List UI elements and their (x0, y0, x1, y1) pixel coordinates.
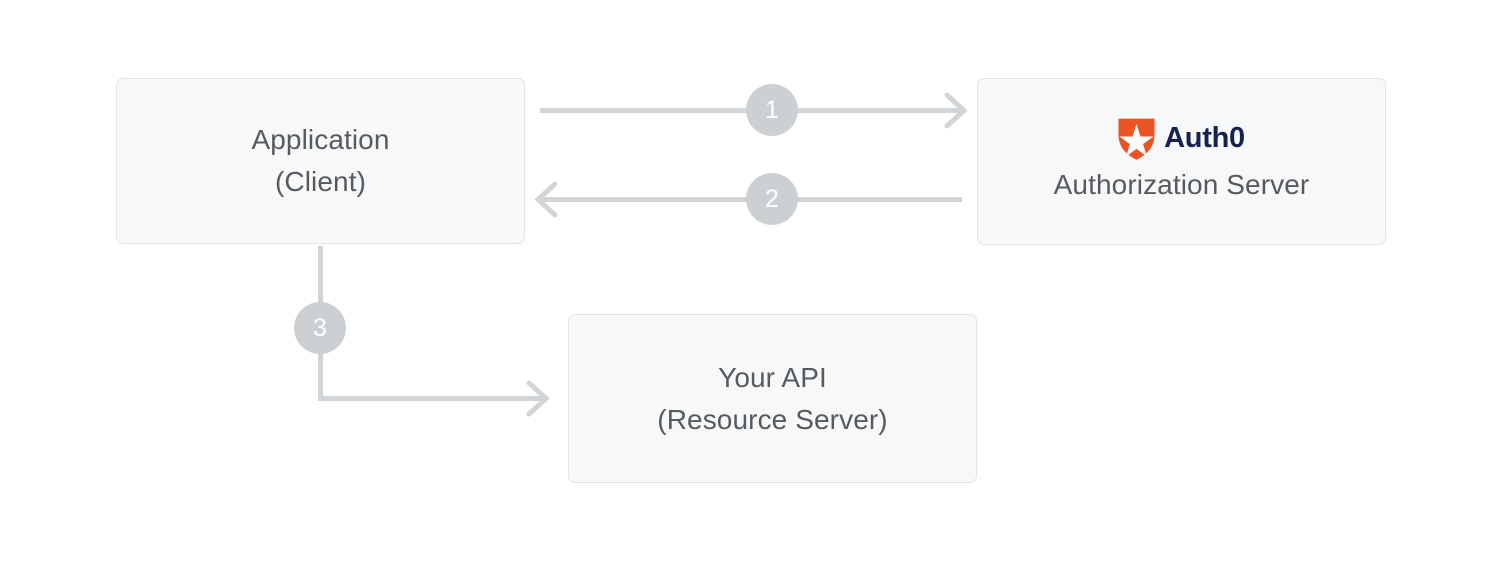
connector-step-3-line (318, 246, 542, 401)
connector-step-2-arrowhead (534, 181, 558, 218)
step-badge-2: 2 (746, 173, 798, 225)
connector-step-3-arrowhead (526, 380, 550, 417)
connector-step-1-arrowhead (944, 92, 968, 129)
node-authorization-server-title: Authorization Server (1053, 168, 1310, 200)
node-authorization-server[interactable]: Auth0 Authorization Server (977, 78, 1386, 245)
step-badge-3: 3 (294, 302, 346, 354)
node-resource-server-subtitle: (Resource Server) (657, 403, 888, 435)
node-resource-server[interactable]: Your API (Resource Server) (568, 314, 977, 483)
node-application-subtitle: (Client) (274, 166, 367, 197)
connector-step-3 (318, 246, 550, 417)
auth0-shield-icon (1118, 118, 1155, 160)
auth0-brand-lockup: Auth0 (1118, 118, 1245, 160)
step-badge-1: 1 (746, 84, 798, 136)
node-application-title: Application (251, 124, 390, 155)
node-application[interactable]: Application (Client) (116, 78, 525, 244)
auth0-wordmark: Auth0 (1164, 122, 1245, 154)
node-resource-server-title: Your API (718, 361, 827, 393)
